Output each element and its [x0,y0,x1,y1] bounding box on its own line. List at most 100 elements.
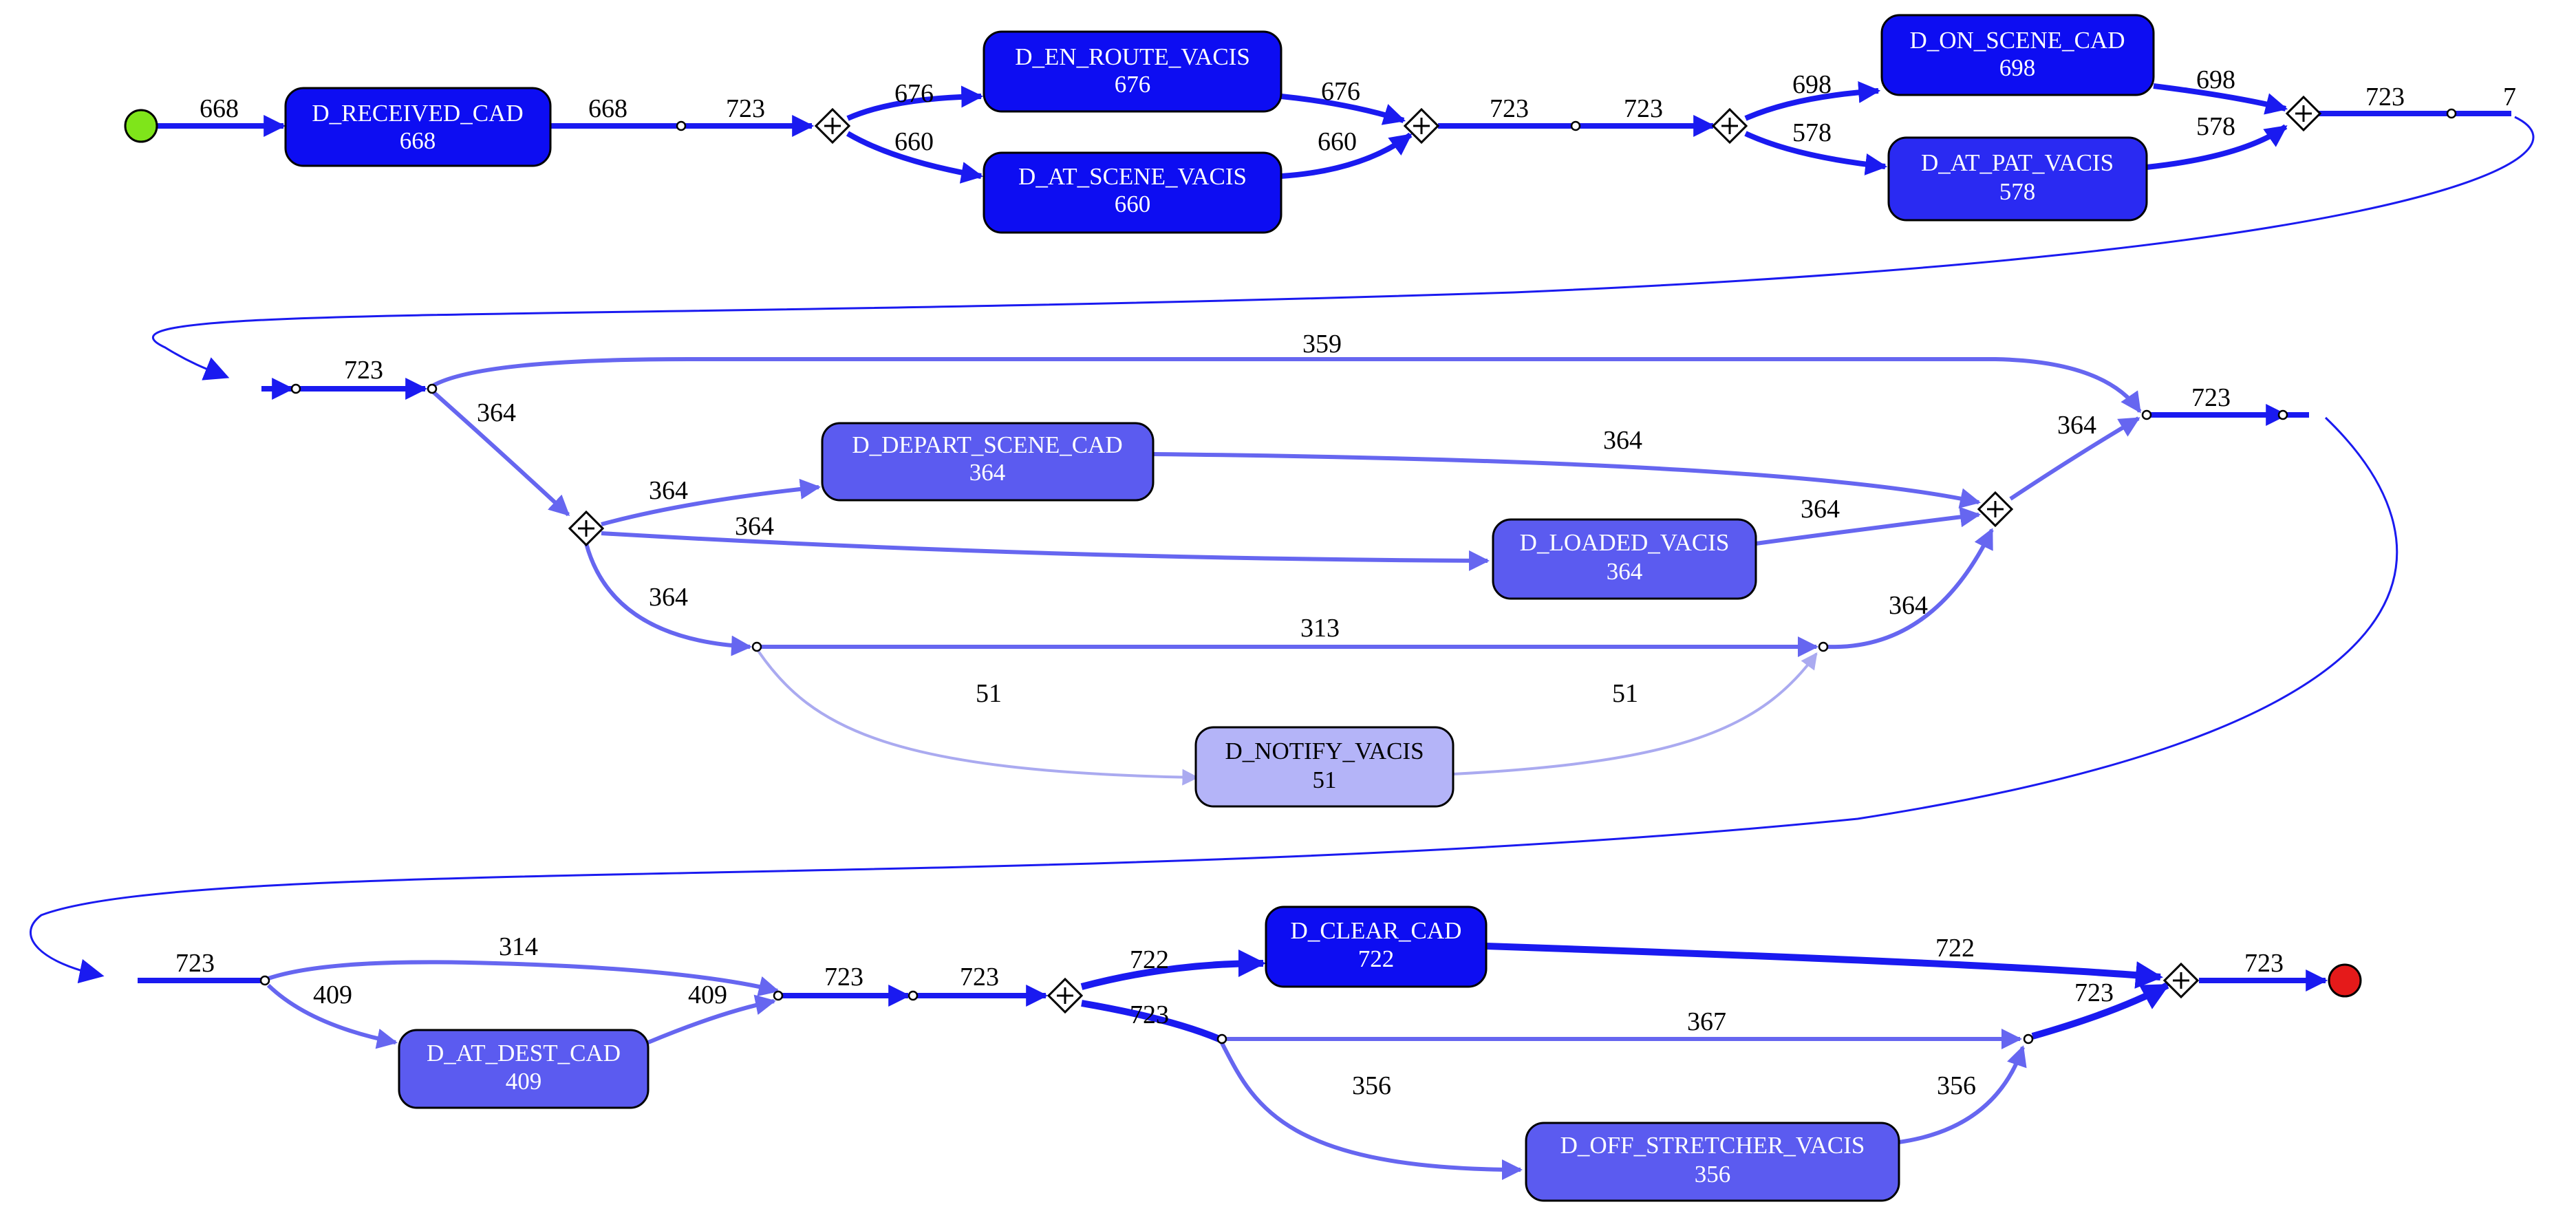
parallel-gateway [1403,107,1440,144]
connector-dots [259,108,2457,1044]
edge-label: 409 [313,980,352,1009]
edge-label: 723 [2191,383,2231,412]
parallel-gateway [2162,962,2200,999]
edge [2146,124,2288,170]
connector-dot [427,383,438,394]
edge-label: 356 [1937,1071,1976,1100]
node-count: 364 [969,459,1006,486]
node-on-scene-cad[interactable]: D_ON_SCENE_CAD 698 [1880,14,2155,96]
node-name: D_CLEAR_CAD [1291,917,1462,944]
edge-label: 722 [1935,934,1975,963]
edge-label: 51 [976,679,1002,708]
node-count: 409 [506,1068,542,1095]
edge-label: 7 [2503,83,2516,111]
node-name: D_AT_DEST_CAD [427,1040,621,1066]
connector-dot [2277,409,2288,420]
node-received-cad[interactable]: D_RECEIVED_CAD 668 [284,87,552,167]
edge [1080,950,1266,990]
edge-label: 723 [1624,94,1663,123]
edge [647,994,776,1044]
parallel-gateway [568,510,605,547]
node-count: 722 [1358,945,1395,972]
edge-label: 364 [649,583,688,612]
edge-label: 364 [649,476,688,505]
edge-label: 364 [735,512,774,541]
row-connector [29,416,2398,984]
edge-label: 668 [588,94,627,123]
connector-dot [1216,1033,1227,1044]
row-2-edges [261,357,2309,786]
edge [1280,94,1406,125]
edge-label: 359 [1302,330,1342,358]
edge-label: 578 [2196,112,2235,141]
end-event [2328,963,2362,998]
node-count: 660 [1115,191,1151,217]
edge-label: 723 [1130,1000,1169,1029]
node-off-stretcher-vacis[interactable]: D_OFF_STRETCHER_VACIS 356 [1525,1122,1900,1202]
connector-dot [2141,409,2152,420]
edge-label: 660 [894,127,934,156]
edge-label: 367 [1687,1007,1726,1036]
start-event [124,109,158,143]
edge-label: 723 [2365,83,2405,111]
node-name: D_AT_PAT_VACIS [1921,149,2114,176]
activity-nodes: D_RECEIVED_CAD 668 D_EN_ROUTE_VACIS 676 … [284,14,2155,1202]
edge [2153,83,2288,115]
edge-label: 364 [1801,495,1840,524]
edge-label: 698 [1792,70,1832,99]
edge-label: 723 [726,94,765,123]
connector-dot [259,975,270,986]
edge-label: 723 [960,963,999,991]
edge-label: 698 [2196,65,2235,94]
edge-label: 660 [1318,127,1357,156]
edge [846,85,984,121]
node-count: 676 [1115,71,1151,98]
node-count: 668 [400,127,436,154]
edge-label: 668 [200,94,239,123]
edge-label: 723 [344,356,383,385]
node-name: D_NOTIFY_VACIS [1225,738,1424,764]
node-clear-cad[interactable]: D_CLEAR_CAD 722 [1265,905,1488,988]
connector-dot [1570,120,1581,131]
edge [1744,81,1881,121]
edge-label: 723 [824,963,863,991]
edge-label: 364 [2057,411,2096,440]
node-name: D_LOADED_VACIS [1520,529,1730,556]
node-name: D_DEPART_SCENE_CAD [852,431,1122,458]
edge [1452,652,1818,775]
node-at-scene-vacis[interactable]: D_AT_SCENE_VACIS 660 [983,151,1282,234]
node-name: D_OFF_STRETCHER_VACIS [1560,1132,1865,1159]
edge-label: 409 [688,980,727,1009]
edge-label: 723 [1490,94,1529,123]
row-1-edges [157,81,2511,184]
node-name: D_AT_SCENE_VACIS [1018,163,1247,190]
node-count: 364 [1607,558,1643,585]
node-notify-vacis[interactable]: D_NOTIFY_VACIS 51 [1194,726,1455,808]
edge-label: 364 [477,398,516,427]
node-en-route-vacis[interactable]: D_EN_ROUTE_VACIS 676 [983,30,1282,113]
parallel-gateway [1046,977,1084,1014]
node-count: 356 [1695,1161,1731,1188]
edge [432,390,570,517]
connector-dot [751,641,762,652]
node-count: 578 [1999,178,2036,205]
edge [1485,943,2163,989]
edge-label: 356 [1352,1071,1391,1100]
edge [1220,1042,1523,1180]
edge [1280,132,1413,179]
node-count: 698 [1999,54,2036,81]
node-depart-scene-cad[interactable]: D_DEPART_SCENE_CAD 364 [821,422,1155,502]
node-at-dest-cad[interactable]: D_AT_DEST_CAD 409 [398,1029,650,1109]
node-name: D_ON_SCENE_CAD [1909,27,2125,54]
node-name: D_RECEIVED_CAD [312,100,523,127]
edge [268,960,780,997]
row-3-edges [138,943,2328,1180]
edge [1152,452,1981,508]
node-loaded-vacis[interactable]: D_LOADED_VACIS 364 [1492,518,1757,600]
edge-label: 723 [2074,978,2114,1007]
edge-label: 722 [1130,945,1169,974]
node-at-pat-vacis[interactable]: D_AT_PAT_VACIS 578 [1887,136,2148,222]
edge-label: 51 [1612,679,1638,708]
parallel-gateway [2285,95,2322,132]
